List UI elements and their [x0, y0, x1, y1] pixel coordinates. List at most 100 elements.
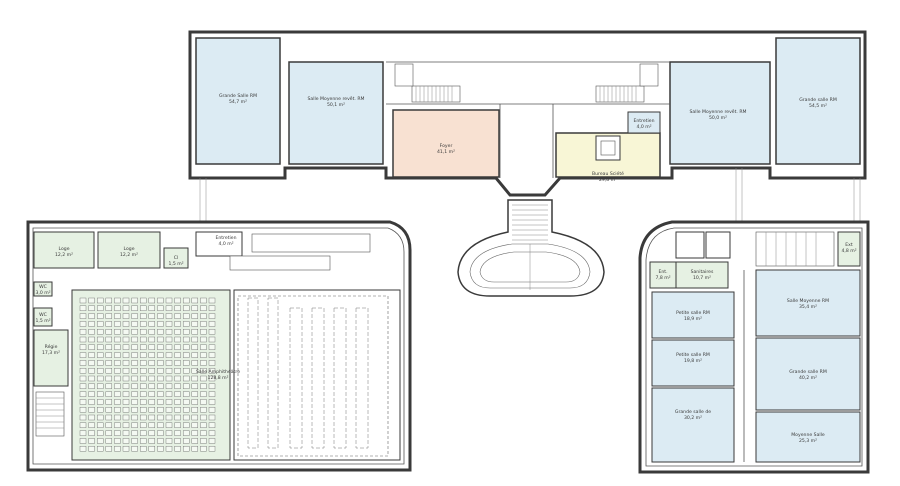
seat [79, 422, 87, 428]
label-regie: Régie [45, 343, 58, 350]
seat [191, 430, 199, 436]
seat [174, 383, 181, 389]
label-salle-moyenne-ne: Salle Moyenne revêt. RM [689, 108, 746, 115]
seat [131, 329, 138, 335]
seat [88, 329, 95, 335]
seat [139, 446, 147, 452]
seat [79, 375, 87, 382]
area-petite-salle-2: 19,8 m² [684, 358, 702, 364]
seat [191, 375, 199, 382]
seat [88, 368, 95, 374]
seat [105, 344, 113, 350]
seat [105, 375, 113, 382]
seat [88, 321, 95, 327]
seat [191, 368, 199, 374]
seat [139, 383, 147, 389]
seat [165, 321, 173, 327]
seat [139, 368, 147, 374]
label-wc-b: WC [39, 312, 47, 318]
seat [182, 407, 190, 413]
seat [182, 297, 190, 304]
seat [88, 297, 95, 304]
seat [174, 313, 181, 319]
seat [191, 297, 199, 304]
seat [191, 321, 199, 327]
seat [200, 321, 207, 327]
seat [79, 352, 87, 358]
room-salle-moyenne-ne [669, 61, 771, 165]
seat [105, 383, 113, 389]
seat [148, 313, 156, 319]
seat [122, 360, 130, 366]
room-foyer [392, 109, 500, 178]
seat [131, 446, 138, 452]
seat [105, 321, 113, 327]
seat [122, 352, 130, 358]
seat [174, 368, 181, 374]
room-salle-moyenne-se [755, 269, 861, 337]
seat [105, 360, 113, 366]
seat [157, 329, 164, 335]
seat [208, 305, 216, 311]
area-entretien-top: 4,0 m² [636, 124, 651, 130]
seat [165, 368, 173, 374]
seat [139, 329, 147, 335]
seat [105, 352, 113, 358]
seat [88, 305, 95, 311]
seat [165, 360, 173, 366]
stair-well-inner [600, 140, 616, 156]
seat [208, 360, 216, 366]
seat [114, 446, 121, 452]
seat [191, 329, 199, 335]
seat [208, 297, 216, 304]
seat [200, 438, 207, 444]
seat [88, 336, 95, 343]
seat [165, 375, 173, 382]
seat [96, 383, 104, 389]
seat [182, 422, 190, 428]
seat [96, 321, 104, 327]
seat [157, 430, 164, 436]
seat [131, 375, 138, 382]
right-wing-outline [638, 220, 870, 474]
label-foyer: Foyer [440, 143, 453, 149]
seat [122, 391, 130, 397]
seat [174, 360, 181, 366]
seat [105, 313, 113, 319]
label-amphi: Salle Amphithéâtre [196, 368, 240, 375]
label-loge-2: Loge [123, 246, 134, 252]
seat [208, 399, 216, 405]
area-amphi: 128,8 m² [208, 375, 229, 381]
seat [131, 438, 138, 444]
room-grande-salle-ne [775, 37, 861, 165]
seat [157, 422, 164, 428]
seat [96, 352, 104, 358]
seat [157, 399, 164, 405]
label-petite-salle-2: Petite salle RM [676, 352, 710, 358]
seat [105, 438, 113, 444]
seat [182, 414, 190, 421]
seat [114, 329, 121, 335]
seat [174, 329, 181, 335]
seat [79, 336, 87, 343]
seat [114, 305, 121, 311]
seat [88, 414, 95, 421]
area-wc-b: 1,5 m² [35, 318, 50, 324]
seat [157, 446, 164, 452]
seat [200, 399, 207, 405]
stage-area [233, 289, 401, 461]
stairs-band-left [229, 233, 371, 271]
seat [79, 446, 87, 452]
seat [131, 297, 138, 304]
seat [131, 321, 138, 327]
seat [200, 422, 207, 428]
seat [105, 336, 113, 343]
seat [165, 305, 173, 311]
seat [174, 430, 181, 436]
label-salle-moyenne-nw: Salle Moyenne revêt. RM [307, 95, 364, 102]
seat [96, 375, 104, 382]
seat [114, 430, 121, 436]
seat [157, 352, 164, 358]
area-moyenne-salle: 25,3 m² [799, 438, 817, 444]
room-wc-a [33, 281, 53, 297]
